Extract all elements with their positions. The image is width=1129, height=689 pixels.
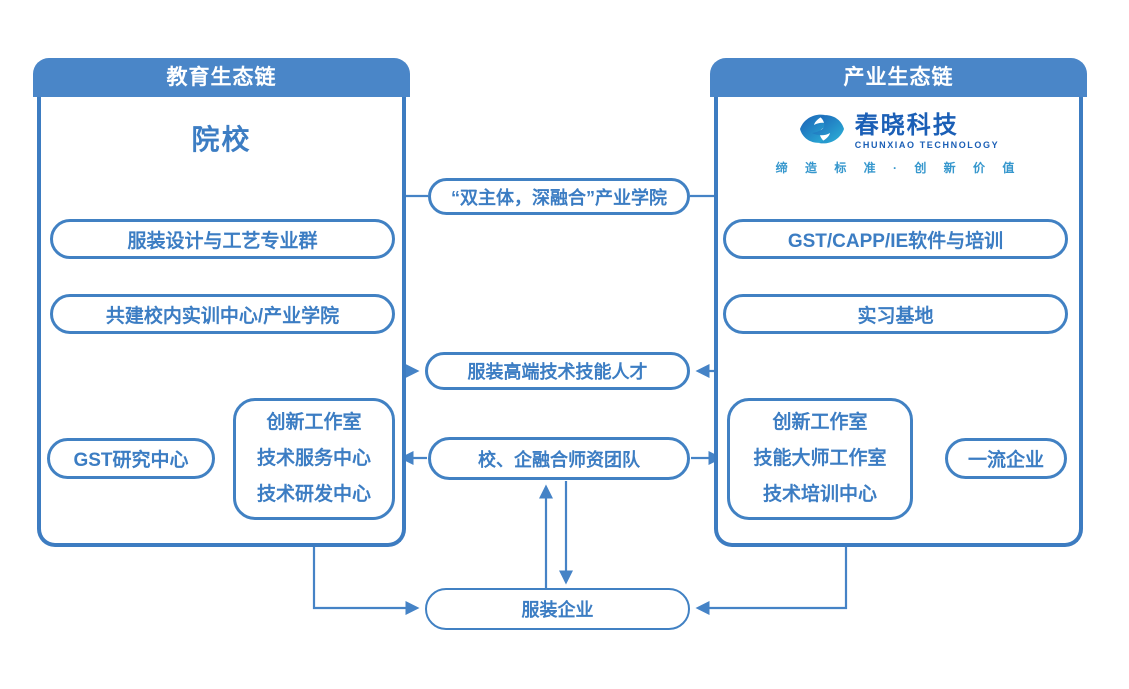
node-left-innovation-box: 创新工作室 技术服务中心 技术研发中心 — [233, 398, 395, 520]
industry-chain-header: 产业生态链 — [710, 58, 1087, 97]
chunxiao-logo-name-en: CHUNXIAO TECHNOLOGY — [854, 139, 1000, 150]
node-fashion-design-group: 服装设计与工艺专业群 — [50, 219, 395, 259]
node-garment-enterprise: 服装企业 — [425, 588, 690, 630]
right-innovation-line3: 技术培训中心 — [762, 484, 877, 505]
left-innovation-line2: 技术服务中心 — [256, 448, 371, 469]
node-campus-training-center: 共建校内实训中心/产业学院 — [50, 294, 395, 334]
right-innovation-line1: 创新工作室 — [772, 412, 868, 433]
node-industry-college: “双主体，深融合”产业学院 — [428, 178, 690, 215]
node-internship-base: 实习基地 — [723, 294, 1068, 334]
node-right-innovation-box: 创新工作室 技能大师工作室 技术培训中心 — [727, 398, 913, 520]
chunxiao-logo-name: 春晓科技 — [854, 111, 959, 139]
left-innovation-line1: 创新工作室 — [266, 412, 362, 433]
node-first-class-enterprise: 一流企业 — [945, 438, 1067, 479]
chunxiao-logo-icon — [798, 112, 846, 151]
node-gst-research-center: GST研究中心 — [47, 438, 215, 479]
left-innovation-line3: 技术研发中心 — [256, 484, 371, 505]
education-chain-header: 教育生态链 — [33, 58, 410, 97]
node-gst-capp-ie-training: GST/CAPP/IE软件与培训 — [723, 219, 1068, 259]
chunxiao-tagline: 缔 造 标 准 · 创 新 价 值 — [775, 161, 1022, 175]
node-high-end-talent: 服装高端技术技能人才 — [425, 352, 690, 390]
node-faculty-team: 校、企融合师资团队 — [428, 437, 690, 480]
chunxiao-logo: 春晓科技 CHUNXIAO TECHNOLOGY 缔 造 标 准 · 创 新 价… — [714, 112, 1083, 176]
right-innovation-line2: 技能大师工作室 — [753, 448, 887, 469]
colleges-title: 院校 — [191, 124, 252, 155]
